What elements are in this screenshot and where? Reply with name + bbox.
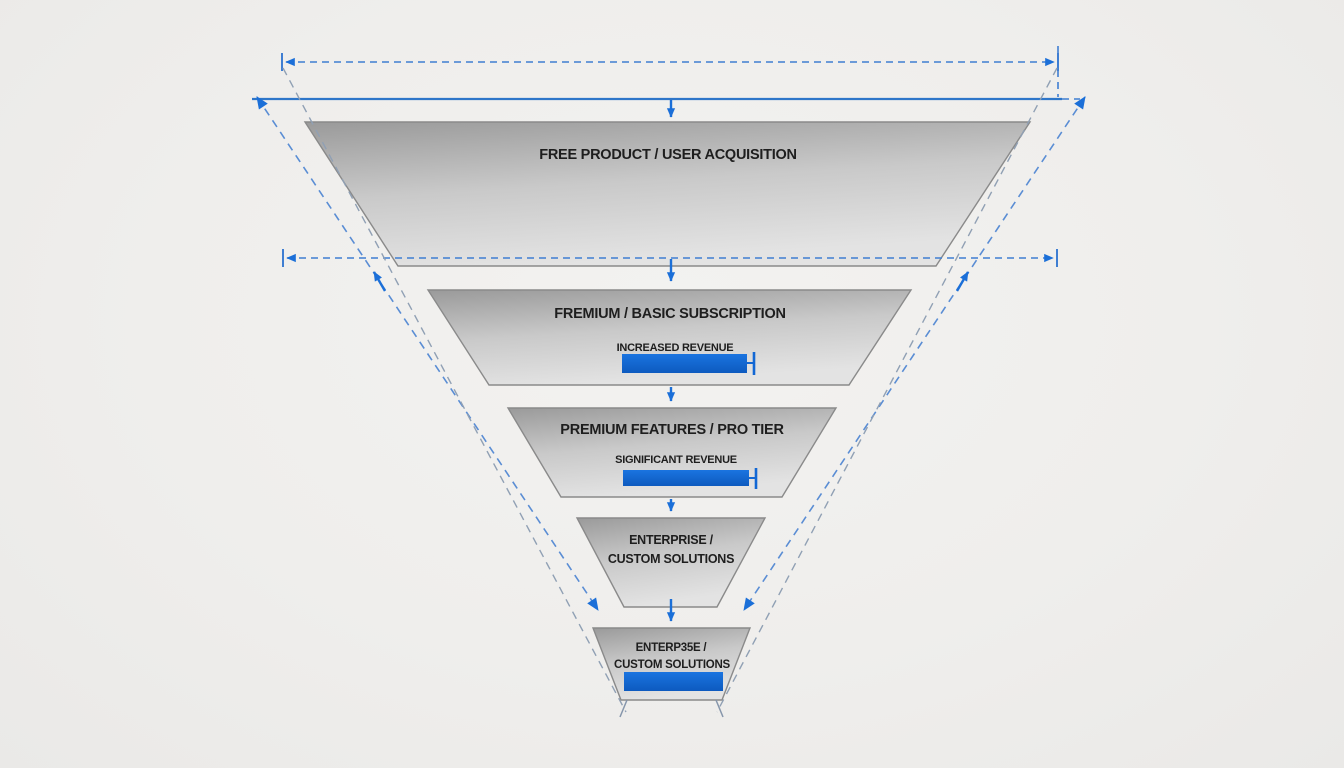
tier-4-shape: [575, 517, 767, 608]
tier-5-label-line1: ENTERP35E /: [636, 642, 708, 654]
tier-3-sublabel: SIGNIFICANT REVENUE: [615, 454, 737, 466]
guide-line-outer-right: [743, 96, 1086, 611]
tier-3-revenue-bar: [623, 470, 749, 486]
spout-right-tick: [715, 699, 724, 718]
tier-3-label: PREMIUM FEATURES / PRO TIER: [560, 422, 784, 438]
guide-line-outer-left: [256, 96, 599, 611]
tier-2-label: FREMIUM / BASIC SUBSCRIPTION: [554, 306, 785, 322]
tier-2-sublabel: INCREASED REVENUE: [617, 342, 734, 354]
tier-1-label: FREE PRODUCT / USER ACQUISITION: [539, 147, 797, 163]
tier-5-revenue-bar: [624, 672, 723, 691]
guide-line-inner-right: [716, 67, 1058, 713]
tier-4-label-line2: CUSTOM SOLUTIONS: [608, 552, 734, 566]
diagonal-arrow-icon-left: [372, 271, 387, 292]
guide-line-inner-left: [282, 67, 627, 713]
tier-1-shape: [303, 121, 1032, 267]
tier-2-revenue-bar: [622, 354, 747, 373]
diagonal-arrow-icon-right: [955, 271, 970, 292]
tier-5-label-line2: CUSTOM SOLUTIONS: [614, 659, 730, 671]
tier-4-label-line1: ENTERPRISE /: [629, 533, 714, 547]
spout-left-tick: [619, 699, 628, 718]
